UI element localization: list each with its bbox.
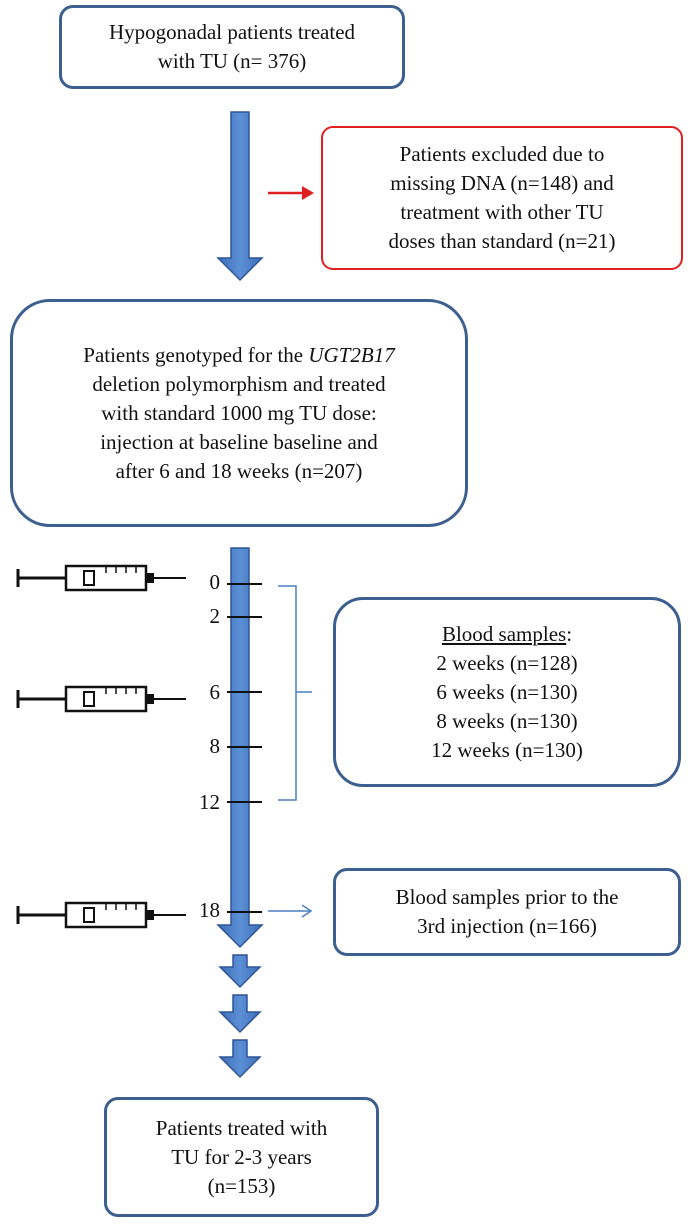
week-label: 6 (209, 680, 221, 704)
gene-name: UGT2B17 (308, 342, 395, 367)
week-label: 0 (209, 570, 221, 594)
timeline-ticks (227, 583, 262, 913)
box-line: deletion polymorphism and treated (92, 371, 386, 396)
box-line: after 6 and 18 weeks (n=207) (115, 458, 363, 483)
box-line: injection at baseline baseline and (100, 429, 378, 454)
box-line: doses than standard (n=21) (388, 229, 616, 253)
treated-2-3-years-box: Patients treated with TU for 2-3 years (… (104, 1097, 379, 1217)
box-line: 2 weeks (n=128) (436, 650, 578, 675)
box-line: 12 weeks (n=130) (431, 737, 583, 762)
box-line: treatment with other TU (400, 200, 604, 224)
box-line: 3rd injection (n=166) (417, 914, 597, 938)
box-line: with TU (n= 376) (157, 49, 307, 73)
bracket (278, 585, 312, 801)
box-line: 6 weeks (n=130) (436, 679, 578, 704)
week-label: 2 (209, 604, 221, 628)
box-line: (n=153) (207, 1173, 276, 1198)
syringe-icon (16, 564, 188, 592)
excluded-patients-box: Patients excluded due to missing DNA (n=… (321, 126, 683, 270)
week-label: 18 (199, 898, 220, 922)
hypogonadal-patients-box: Hypogonadal patients treated with TU (n=… (59, 5, 405, 89)
line-prefix: Patients genotyped for the (83, 342, 309, 367)
flow-arrow-1 (216, 111, 264, 282)
flow-arrow-3 (218, 994, 262, 1034)
box-line: Patients treated with (155, 1115, 328, 1140)
genotyped-patients-box: Patients genotyped for the UGT2B17 delet… (10, 299, 468, 527)
box-line: 8 weeks (n=130) (436, 708, 578, 733)
box-line: Patients excluded due to (399, 142, 605, 166)
week-label: 8 (209, 734, 221, 758)
flow-arrow-4 (218, 1039, 262, 1079)
week-label: 12 (199, 790, 220, 814)
prior-arrow (268, 904, 313, 918)
box-line: Blood samples prior to the (395, 885, 619, 909)
syringe-icon (16, 685, 188, 713)
box-line: missing DNA (n=148) and (390, 171, 614, 195)
box-line: with standard 1000 mg TU dose: (101, 400, 377, 425)
heading-text: Blood samples (441, 621, 567, 646)
flow-arrow-2 (218, 954, 262, 989)
prior-injection-samples-box: Blood samples prior to the 3rd injection… (333, 868, 681, 956)
exclusion-arrow (268, 186, 314, 200)
heading-suffix: : (566, 621, 573, 646)
blood-samples-box: Blood samples: 2 weeks (n=128) 6 weeks (… (333, 597, 681, 787)
box-line: Hypogonadal patients treated (108, 20, 356, 44)
syringe-icon (16, 901, 188, 929)
blood-samples-heading: Blood samples: (442, 620, 572, 649)
box-line: Patients genotyped for the UGT2B17 (83, 341, 394, 370)
box-line: TU for 2-3 years (171, 1144, 312, 1169)
